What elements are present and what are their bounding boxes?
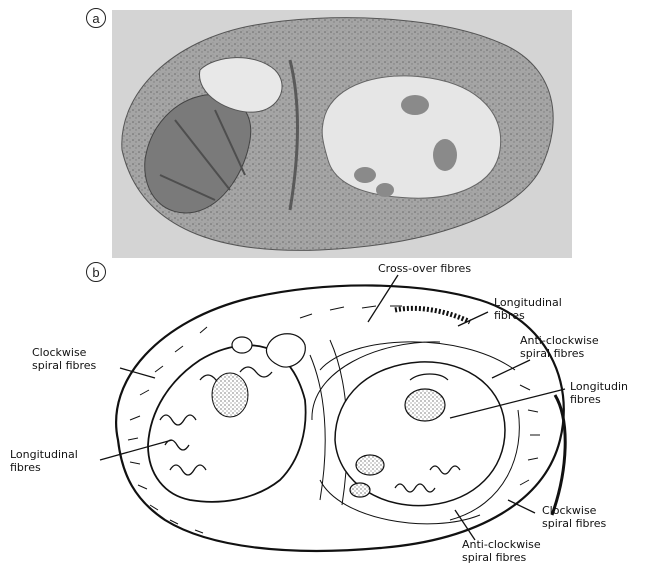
label-longitudinal-fibres-left: Longitudinal fibres	[10, 448, 78, 474]
label-anti-clockwise-spiral-bottom: Anti-clockwise spiral fibres	[462, 538, 541, 564]
micrograph-trabecula	[354, 167, 376, 183]
drawing-right-papillary	[405, 389, 445, 421]
micrograph-trabecula	[401, 95, 429, 115]
drawing-left-papillary	[212, 373, 248, 417]
label-anti-clockwise-spiral-right: Anti-clockwise spiral fibres	[520, 334, 599, 360]
panel-a-marker: a	[86, 8, 106, 28]
drawing-left-cavity	[148, 345, 306, 502]
panel-b-marker: b	[86, 262, 106, 282]
micrograph-trabecula	[433, 139, 457, 171]
drawing-right-papillary	[350, 483, 370, 497]
drawing-upper-structure	[266, 334, 305, 367]
leader-cross-over	[368, 275, 398, 322]
drawing-left-papillary	[232, 337, 252, 353]
drawing-crossover-fibres	[300, 306, 402, 318]
label-clockwise-spiral-bottom: Clockwise spiral fibres	[542, 504, 606, 530]
leader-clockwise-left	[120, 368, 155, 378]
micrograph-right-cavity	[322, 76, 500, 198]
label-clockwise-spiral-left: Clockwise spiral fibres	[32, 346, 96, 372]
drawing-right-papillary	[356, 455, 384, 475]
label-cross-over-fibres: Cross-over fibres	[378, 262, 471, 275]
drawing-top-longitudinal-fibres	[395, 308, 470, 322]
drawing-septum-fibres	[310, 355, 325, 500]
micrograph-trabecula	[376, 183, 394, 197]
label-longitudinal-fibres-top: Longitudinal fibres	[494, 296, 562, 322]
leader-anti-clockwise-right	[492, 360, 530, 378]
label-longitudinal-fibres-right: Longitudin fibres	[570, 380, 628, 406]
